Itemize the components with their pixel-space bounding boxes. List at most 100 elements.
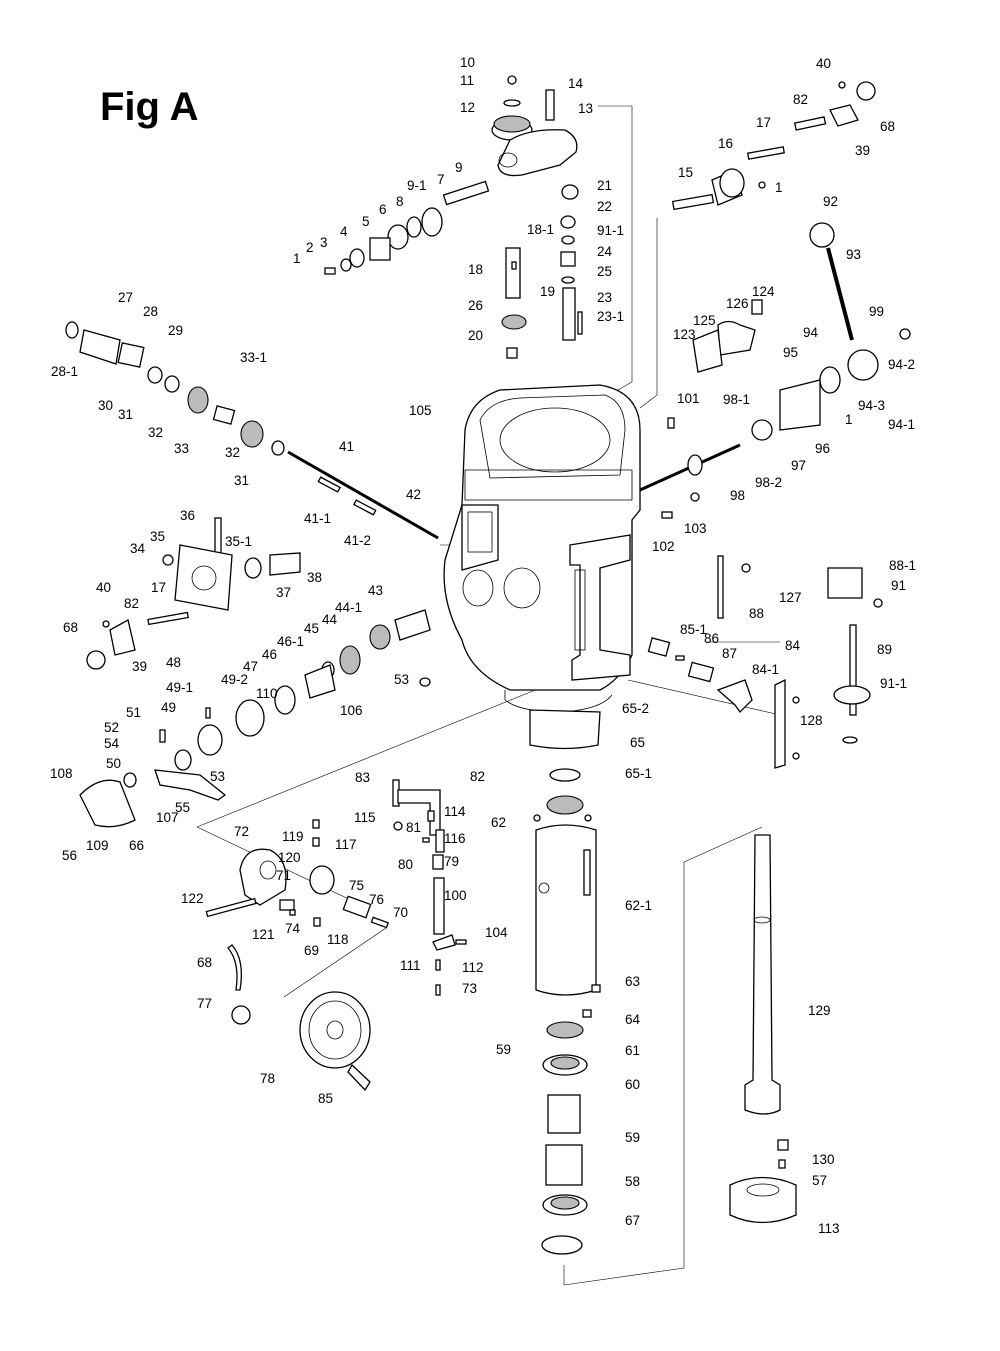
part-number-label: 57 [812,1173,827,1188]
part-number-label: 82 [793,92,808,107]
part-number-label: 8 [396,194,404,209]
part-number-label: 81 [406,820,421,835]
part-number-label: 47 [243,659,258,674]
part-number-label: 128 [800,713,823,728]
part-number-label: 105 [409,403,432,418]
part-number-label: 49-2 [221,672,248,687]
part-number-label: 98-1 [723,392,750,407]
part-number-label: 27 [118,290,133,305]
part-number-label: 62 [491,815,506,830]
part-number-label: 65 [630,735,645,750]
part-number-label: 91 [891,578,906,593]
part-number-label: 42 [406,487,421,502]
part-number-label: 91-1 [880,676,907,691]
part-number-label: 71 [276,868,291,883]
part-number-label: 103 [684,521,707,536]
part-number-label: 11 [460,73,474,88]
part-number-label: 119 [282,829,304,844]
part-number-label: 97 [791,458,806,473]
part-number-label: 88-1 [889,558,916,573]
part-number-label: 86 [704,631,719,646]
part-number-label: 124 [752,284,775,299]
part-number-label: 126 [726,296,749,311]
part-number-label: 129 [808,1003,831,1018]
part-number-label: 19 [540,284,555,299]
part-number-label: 32 [225,445,240,460]
part-number-label: 58 [625,1174,640,1189]
part-number-label: 101 [677,391,700,406]
part-number-label: 85-1 [680,622,707,637]
part-number-label: 64 [625,1012,641,1027]
part-number-label: 18-1 [527,222,554,237]
part-number-label: 1 [293,251,301,266]
part-number-label: 100 [444,888,467,903]
part-number-label: 107 [156,810,179,825]
part-number-label: 43 [368,583,383,598]
part-number-label: 41-1 [304,511,331,526]
handwheel-lever-parts [205,779,467,1092]
part-number-label: 52 [104,720,119,735]
part-number-label: 35-1 [225,534,252,549]
part-number-label: 84 [785,638,801,653]
part-number-label: 35 [150,529,165,544]
part-number-label: 33 [174,441,189,456]
part-number-label: 108 [50,766,73,781]
part-number-label: 111 [400,958,421,973]
part-number-label: 82 [470,769,485,784]
top-gear-assembly [324,75,583,359]
part-number-label: 69 [304,943,319,958]
part-number-label: 113 [818,1221,840,1236]
part-number-label: 39 [132,659,147,674]
part-number-label: 4 [340,224,348,239]
part-number-label: 53 [394,672,409,687]
part-number-label: 59 [625,1130,640,1145]
part-number-label: 121 [252,927,275,942]
part-number-label: 116 [444,831,466,846]
part-number-label: 62-1 [625,898,652,913]
part-number-label: 65-1 [625,766,652,781]
part-number-label: 44 [322,612,338,627]
part-number-label: 6 [379,202,387,217]
part-number-label: 115 [354,810,376,825]
left-shaft-parts [65,321,439,828]
part-number-label: 49-1 [166,680,193,695]
part-number-label: 88 [749,606,764,621]
part-number-label: 2 [306,240,314,255]
part-number-label: 106 [340,703,363,718]
part-number-label: 130 [812,1152,835,1167]
part-number-label: 70 [393,905,408,920]
part-number-label: 66 [129,838,144,853]
part-number-label: 85 [318,1091,333,1106]
part-number-label: 46-1 [277,634,304,649]
part-number-label: 65-2 [622,701,649,716]
part-number-label: 44-1 [335,600,362,615]
part-number-label: 51 [126,705,141,720]
part-number-label: 68 [197,955,212,970]
part-number-label: 16 [718,136,733,151]
part-number-label: 23-1 [597,309,624,324]
figure-title: Fig A [100,85,199,129]
right-lower-parts [647,555,883,769]
part-number-label: 94-2 [888,357,915,372]
part-number-label: 46 [262,647,277,662]
part-number-label: 17 [756,115,771,130]
part-number-label: 68 [63,620,78,635]
part-number-label: 123 [673,327,696,342]
part-number-label: 12 [460,100,475,115]
part-number-label: 15 [678,165,693,180]
part-number-label: 93 [846,247,861,262]
part-number-label: 25 [597,264,612,279]
part-number-label: 109 [86,838,109,853]
part-number-label: 63 [625,974,640,989]
part-number-label: 75 [349,878,364,893]
part-number-label: 94-1 [888,417,915,432]
part-number-label: 7 [437,172,445,187]
part-number-label: 91-1 [597,223,624,238]
part-number-label: 10 [460,55,475,70]
part-number-label: 31 [234,473,249,488]
part-number-label: 32 [148,425,163,440]
part-number-label: 54 [104,736,120,751]
part-number-label: 95 [783,345,798,360]
part-number-label: 31 [118,407,133,422]
